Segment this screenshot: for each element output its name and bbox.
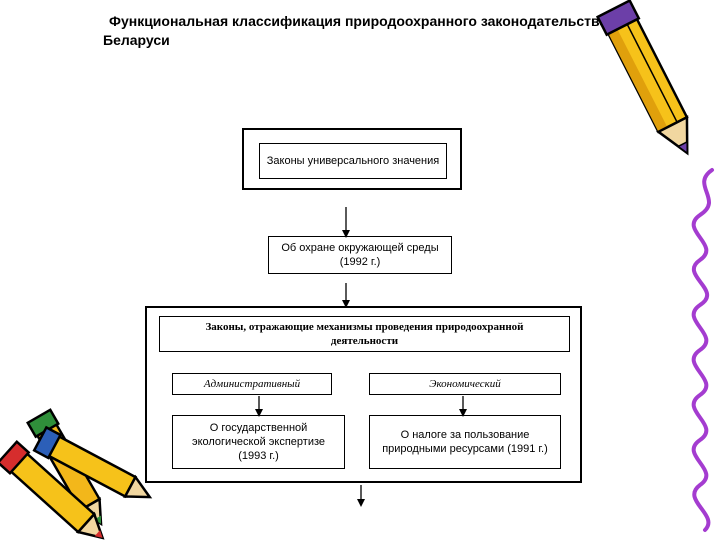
administrative-category-box: Административный — [172, 373, 332, 395]
mechanisms-laws-box: Законы, отражающие механизмы проведения … — [159, 316, 570, 352]
environment-law-box: Об охране окружающей среды (1992 г.) — [268, 236, 452, 274]
pencil-icon — [595, 0, 689, 156]
economic-category-label: Экономический — [429, 378, 501, 390]
resource-tax-law-box: О налоге за пользование природными ресур… — [369, 415, 561, 469]
environment-law-label: Об охране окружающей среды (1992 г.) — [281, 242, 439, 268]
mechanisms-laws-label: Законы, отражающие механизмы проведения … — [205, 321, 524, 347]
wavy-line — [691, 168, 714, 532]
page-title: Функциональная классификация природоохра… — [103, 12, 623, 50]
universal-laws-label: Законы универсального значения — [266, 155, 440, 167]
economic-category-box: Экономический — [369, 373, 561, 395]
pencils-bundle-icon — [0, 408, 153, 540]
administrative-category-label: Административный — [203, 378, 301, 390]
ecological-expertise-law-label: О государственной экологической эксперти… — [191, 422, 326, 462]
title-line-2: Беларуси — [103, 32, 170, 48]
title-line-1: Функциональная классификация природоохра… — [109, 13, 608, 29]
ecological-expertise-law-box: О государственной экологической эксперти… — [172, 415, 345, 469]
universal-laws-box: Законы универсального значения — [259, 143, 447, 179]
resource-tax-law-label: О налоге за пользование природными ресур… — [382, 429, 548, 455]
